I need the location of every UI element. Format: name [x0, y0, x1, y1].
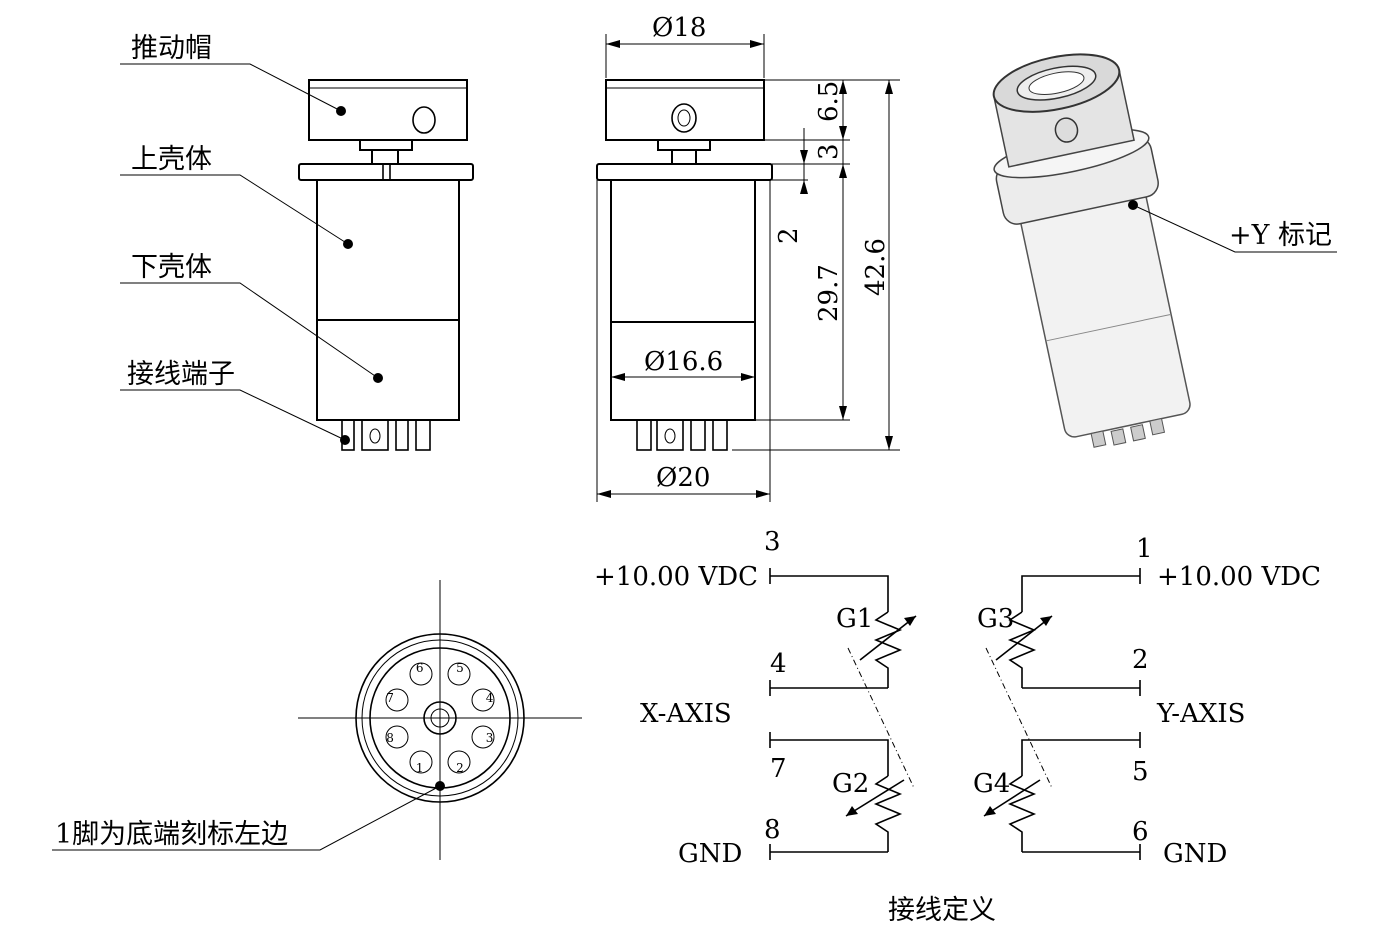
bottom-view: 1脚为底端刻标左边 [52, 580, 582, 860]
pin-5: 5 [1132, 757, 1149, 787]
g2-label: G2 [832, 769, 869, 799]
bottom-pins [385, 662, 495, 774]
bottom-pin-number: 2 [456, 761, 464, 775]
pin-6: 6 [1132, 817, 1149, 847]
right-gnd-label: GND [1163, 839, 1227, 869]
wiring-title: 接线定义 [888, 895, 996, 926]
side-terminals [341, 419, 431, 451]
pin-8: 8 [764, 815, 781, 845]
y-mark-label: +Y 标记 [1229, 220, 1332, 251]
upper-shell-body [316, 179, 460, 321]
pin-4: 4 [770, 649, 787, 679]
y-axis-label: Y-AXIS [1156, 699, 1245, 729]
flange [298, 163, 474, 181]
pin-1: 1 [1136, 534, 1153, 564]
dim-total-height: 42.6 [861, 238, 891, 296]
dim-flange-diameter: Ø20 [656, 463, 710, 493]
dim-cap-height: 6.5 [814, 81, 844, 122]
pin-2: 2 [1132, 645, 1149, 675]
bottom-outer-circle [355, 633, 525, 803]
push-cap-body [308, 79, 468, 141]
side-view: 推动帽 上壳体 下壳体 接线端子 [120, 33, 474, 451]
bottom-pin-number: 5 [456, 661, 464, 675]
bottom-pin-number: 4 [486, 691, 494, 705]
wiring-diagram: +10.00 VDC X-AXIS GND 3 4 7 8 G1 G2 +10.… [594, 527, 1321, 926]
bottom-pin-number: 7 [386, 691, 394, 705]
push-cap-label: 推动帽 [131, 33, 212, 64]
x-axis-label: X-AXIS [640, 699, 732, 729]
front-terminals [636, 419, 728, 451]
g4-label: G4 [973, 769, 1010, 799]
cap-hole [412, 106, 436, 134]
left-gnd-label: GND [678, 839, 742, 869]
lower-shell-label: 下壳体 [131, 252, 212, 283]
dim-flange: 2 [774, 227, 804, 244]
front-view: Ø18 Ø16.6 Ø20 6.5 3 2 [596, 13, 900, 502]
iso-view: +Y 标记 [992, 53, 1337, 448]
pin1-note: 1脚为底端刻标左边 [55, 819, 288, 850]
terminals-label: 接线端子 [127, 359, 235, 390]
dim-gap: 3 [814, 143, 844, 160]
dim-cap-diameter: Ø18 [652, 13, 706, 43]
dim-body-height: 29.7 [814, 264, 844, 322]
pin-3: 3 [764, 527, 781, 557]
g3-label: G3 [977, 604, 1014, 634]
dim-body-diameter: Ø16.6 [644, 347, 723, 377]
right-supply-label: +10.00 VDC [1157, 562, 1321, 592]
g1-label: G1 [836, 604, 873, 634]
bottom-pin-number: 8 [386, 731, 394, 745]
pin-7: 7 [770, 754, 787, 784]
bottom-pin-number: 6 [416, 661, 424, 675]
upper-shell-label: 上壳体 [131, 144, 212, 175]
bottom-pin-number: 3 [486, 731, 494, 745]
bottom-pin-number: 1 [416, 761, 424, 775]
left-supply-label: +10.00 VDC [594, 562, 758, 592]
lower-shell-body [316, 319, 460, 421]
